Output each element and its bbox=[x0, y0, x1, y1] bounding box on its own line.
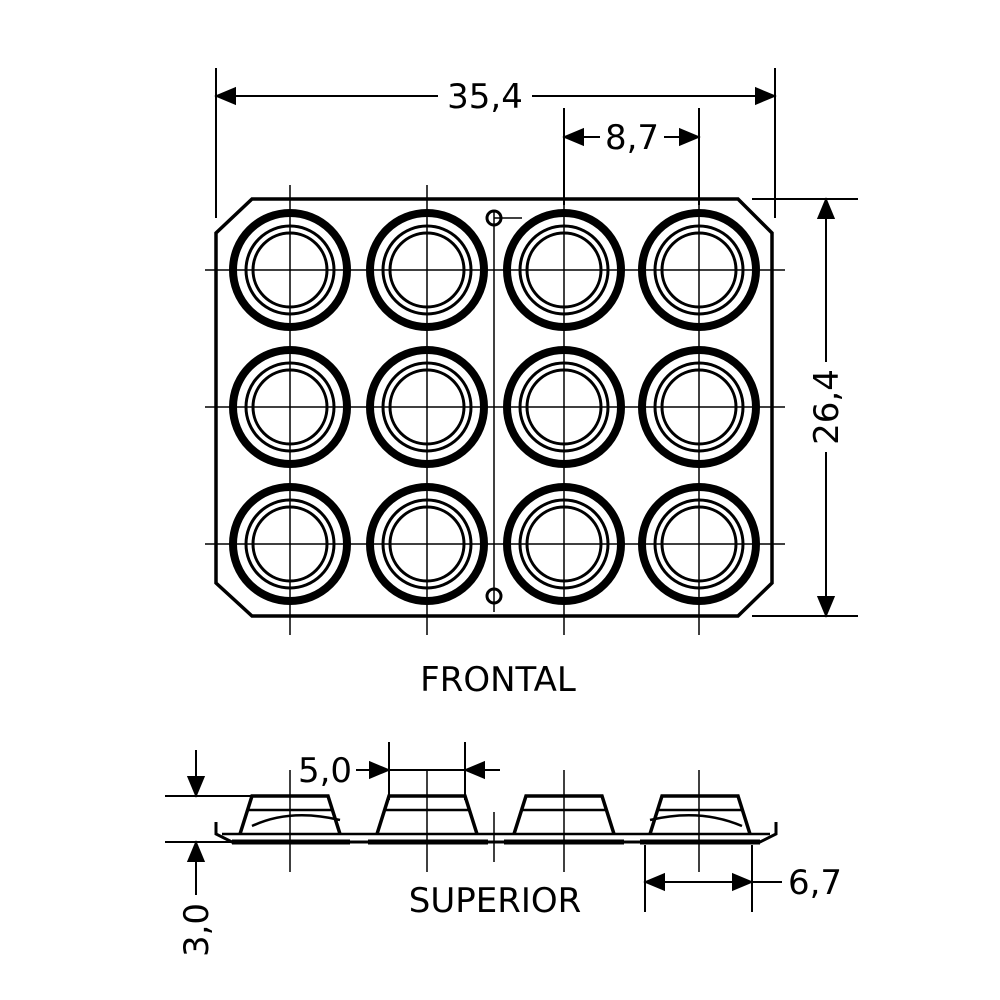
view-label-frontal: FRONTAL bbox=[420, 660, 576, 700]
bumper-3-1 bbox=[229, 483, 351, 605]
dimension-label-base-diameter: 6,7 bbox=[788, 863, 842, 903]
bumper-1-4 bbox=[638, 209, 760, 331]
bumper-3-3 bbox=[503, 483, 625, 605]
locating-hole-top bbox=[485, 209, 503, 227]
bumper-2-2 bbox=[366, 346, 488, 468]
frontal-view: 35,4 8,7 26,4 FRONTAL bbox=[205, 68, 858, 700]
bumper-grid bbox=[229, 209, 760, 605]
vertical-centerlines bbox=[289, 185, 700, 635]
dimension-label-overall-height: 26,4 bbox=[807, 369, 847, 445]
dimension-top-diameter bbox=[356, 742, 500, 800]
superior-centerlines bbox=[289, 770, 700, 872]
base-strip bbox=[214, 822, 778, 844]
dimension-pitch bbox=[562, 108, 701, 205]
dimension-label-height: 3,0 bbox=[177, 903, 217, 957]
horizontal-centerlines bbox=[205, 269, 785, 545]
dimension-overall-height bbox=[752, 197, 858, 618]
dimension-label-pitch: 8,7 bbox=[605, 118, 659, 158]
bumper-1-3 bbox=[503, 209, 625, 331]
dimension-label-overall-width: 35,4 bbox=[447, 77, 523, 117]
locating-hole-bottom bbox=[485, 587, 503, 605]
dimension-overall-width bbox=[214, 68, 777, 218]
dimension-base-diameter bbox=[643, 845, 782, 912]
bumper-3-2 bbox=[366, 483, 488, 605]
view-label-superior: SUPERIOR bbox=[409, 881, 582, 921]
bumper-2-1 bbox=[229, 346, 351, 468]
dimension-label-top-diameter: 5,0 bbox=[298, 751, 352, 791]
dimension-height bbox=[165, 750, 252, 895]
bumper-profile-4 bbox=[648, 794, 752, 835]
bumper-3-4 bbox=[638, 483, 760, 605]
plate-outline bbox=[214, 197, 774, 618]
bumper-2-3 bbox=[503, 346, 625, 468]
bumper-1-1 bbox=[229, 209, 351, 331]
superior-view: 5,0 3,0 6,7 SUPERIOR bbox=[165, 742, 842, 957]
bumper-2-4 bbox=[638, 346, 760, 468]
bumper-1-2 bbox=[366, 209, 488, 331]
